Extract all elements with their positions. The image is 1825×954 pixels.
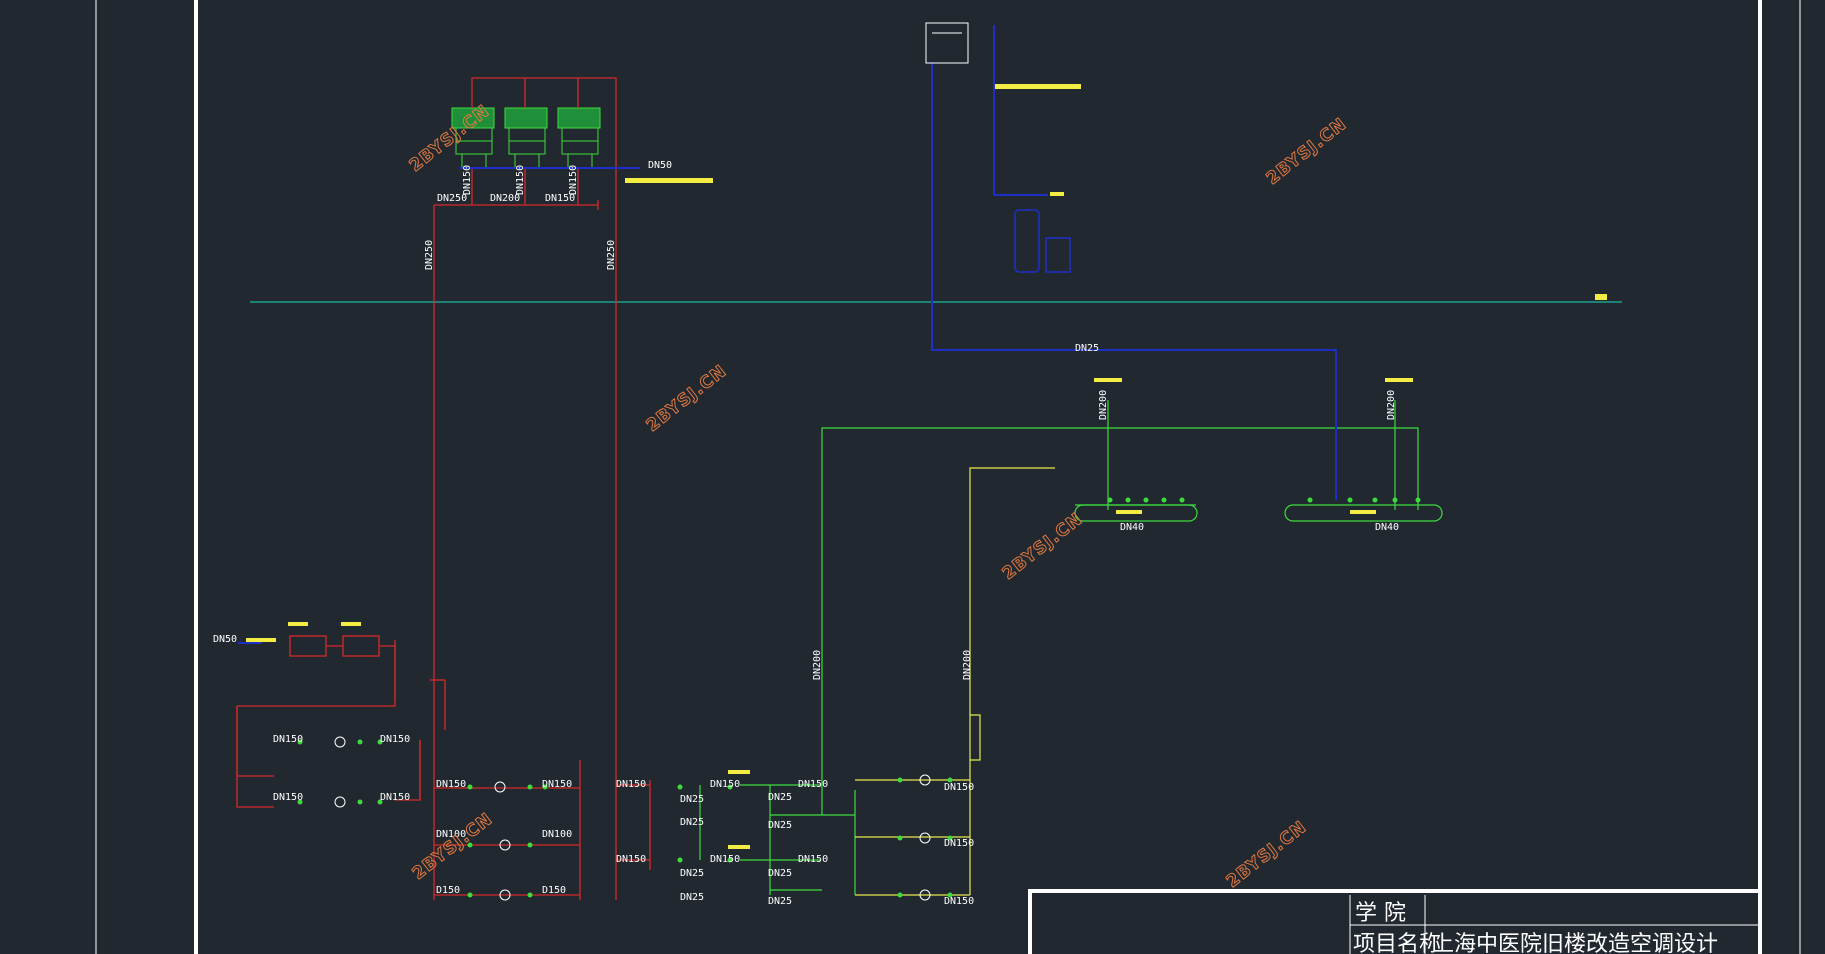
label-dn150: DN150 <box>542 779 572 790</box>
college-label: 学 院 <box>1355 901 1406 926</box>
pipe-size-labels: DN250 DN200 DN150 DN50 DN50 DN25 DN40 DN… <box>213 160 1399 907</box>
makeup-water-piping <box>238 25 1337 644</box>
label-dn25: DN25 <box>1075 343 1099 354</box>
label-dn25: DN25 <box>680 868 704 879</box>
label-d150: D150 <box>542 885 566 896</box>
label-dn150: DN150 <box>710 854 740 865</box>
label-dn150-vertical: DN150 <box>462 165 473 195</box>
sheet-frame <box>95 0 1801 954</box>
label-dn200-vertical: DN200 <box>962 650 973 680</box>
label-dn150: DN150 <box>798 779 828 790</box>
label-dn150: DN150 <box>380 792 410 803</box>
label-dn25: DN25 <box>680 892 704 903</box>
filter-units <box>289 635 396 700</box>
label-d150: D150 <box>436 885 460 896</box>
title-block: 学 院 项目名称 上海中医院旧楼改造空调设计 <box>1028 889 1762 954</box>
label-dn200-vertical: DN200 <box>1386 390 1397 420</box>
label-dn25: DN25 <box>768 820 792 831</box>
label-dn150: DN150 <box>944 838 974 849</box>
label-dn50-left: DN50 <box>213 634 237 645</box>
condenser-water-piping <box>236 77 651 900</box>
label-dn150: DN150 <box>710 779 740 790</box>
label-dn100: DN100 <box>542 829 572 840</box>
cooling-tower <box>557 107 601 168</box>
label-dn100: DN100 <box>436 829 466 840</box>
label-dn25: DN25 <box>768 792 792 803</box>
label-dn150: DN150 <box>545 193 575 204</box>
label-dn25: DN25 <box>680 817 704 828</box>
label-dn250: DN250 <box>437 193 467 204</box>
label-dn250-vertical: DN250 <box>424 240 435 270</box>
cooling-tower <box>451 107 495 168</box>
project-name-label: 项目名称 <box>1353 932 1441 954</box>
label-dn150-vertical: DN150 <box>568 165 579 195</box>
floor-tag <box>1595 294 1607 300</box>
label-dn150: DN150 <box>273 792 303 803</box>
label-dn40-left: DN40 <box>1120 522 1144 533</box>
label-dn50-top: DN50 <box>648 160 672 171</box>
project-name-value: 上海中医院旧楼改造空调设计 <box>1432 932 1718 954</box>
label-dn200-vertical: DN200 <box>1098 390 1109 420</box>
label-dn40-right: DN40 <box>1375 522 1399 533</box>
pump-symbols <box>334 736 931 901</box>
label-dn150: DN150 <box>380 734 410 745</box>
water-treatment-unit <box>1014 209 1071 273</box>
label-dn25: DN25 <box>768 868 792 879</box>
label-dn150: DN150 <box>616 854 646 865</box>
label-dn200: DN200 <box>490 193 520 204</box>
label-dn150: DN150 <box>798 854 828 865</box>
annotation-marks <box>246 84 1413 849</box>
label-dn150: DN150 <box>273 734 303 745</box>
label-dn150: DN150 <box>944 896 974 907</box>
label-dn25: DN25 <box>768 896 792 907</box>
label-dn150-vertical: DN150 <box>515 165 526 195</box>
label-dn25: DN25 <box>680 794 704 805</box>
cooling-tower-group <box>451 107 601 168</box>
label-dn250-vertical: DN250 <box>606 240 617 270</box>
cooling-tower <box>504 107 548 168</box>
label-dn150: DN150 <box>436 779 466 790</box>
expansion-tank <box>925 22 969 64</box>
label-dn200-vertical: DN200 <box>812 650 823 680</box>
chilled-water-piping <box>699 400 1443 895</box>
label-dn150: DN150 <box>616 779 646 790</box>
label-dn150: DN150 <box>944 782 974 793</box>
valve-symbols <box>297 497 1421 898</box>
